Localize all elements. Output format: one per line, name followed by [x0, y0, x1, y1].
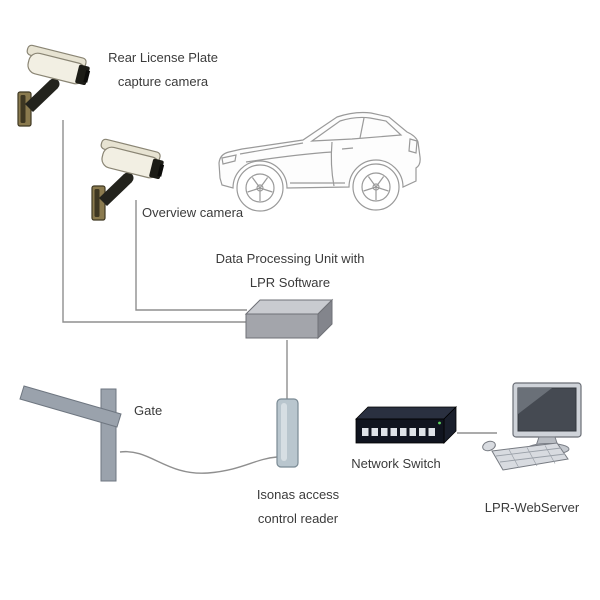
gate-post: [100, 388, 117, 482]
reader-highlight: [281, 403, 287, 461]
car-door-handle: [341, 147, 354, 150]
car-headlight: [221, 154, 237, 165]
car-front-wheel: [236, 164, 284, 212]
connector-gate-to-reader: [119, 450, 278, 474]
connector-lines: [62, 120, 497, 474]
overview-camera-label: Overview camera: [142, 205, 244, 220]
switch-top-face: [355, 406, 457, 420]
processing-unit-box-icon: [244, 298, 334, 340]
connector-rear-camera-to-dpu: [62, 120, 247, 323]
mouse: [482, 440, 496, 452]
webserver-label: LPR-WebServer: [484, 500, 580, 515]
rear-plate-camera-icon: [17, 43, 94, 127]
gate-arm: [19, 385, 122, 428]
dpu-label-line1: Data Processing Unit with: [215, 251, 365, 266]
switch-led: [438, 421, 441, 425]
car-outline-icon: [218, 111, 421, 212]
car-windows: [309, 116, 403, 142]
desktop-computer-icon: [482, 382, 582, 471]
reader-label-line2: control reader: [257, 511, 339, 526]
car-side-crease: [245, 151, 333, 163]
switch-ports: [362, 428, 435, 436]
access-reader-icon: [276, 398, 299, 468]
screen-reflection: [518, 388, 552, 414]
car-body: [218, 111, 421, 189]
dpu-front-face: [245, 313, 319, 339]
car-hood-line: [239, 142, 304, 155]
car-rear-wheel: [352, 163, 400, 211]
ethernet-switch-icon: [355, 406, 457, 444]
connector-overview-camera-to-dpu: [135, 200, 247, 311]
car-taillight: [408, 138, 418, 154]
reader-label: Isonas access control reader: [248, 483, 348, 531]
rear-camera-label: Rear License Plate capture camera: [98, 46, 228, 94]
gate-label: Gate: [134, 403, 163, 418]
dpu-label: Data Processing Unit with LPR Software: [200, 247, 380, 295]
rear-camera-label-line2: capture camera: [117, 74, 209, 89]
dpu-label-line2: LPR Software: [249, 275, 331, 290]
network-switch-label: Network Switch: [351, 456, 441, 471]
reader-label-line1: Isonas access: [256, 487, 340, 502]
car-window-divider: [359, 117, 365, 139]
dpu-top-face: [244, 299, 334, 315]
rear-camera-label-line1: Rear License Plate: [108, 50, 218, 65]
barrier-gate-icon: [19, 385, 122, 482]
keyboard: [491, 442, 569, 471]
